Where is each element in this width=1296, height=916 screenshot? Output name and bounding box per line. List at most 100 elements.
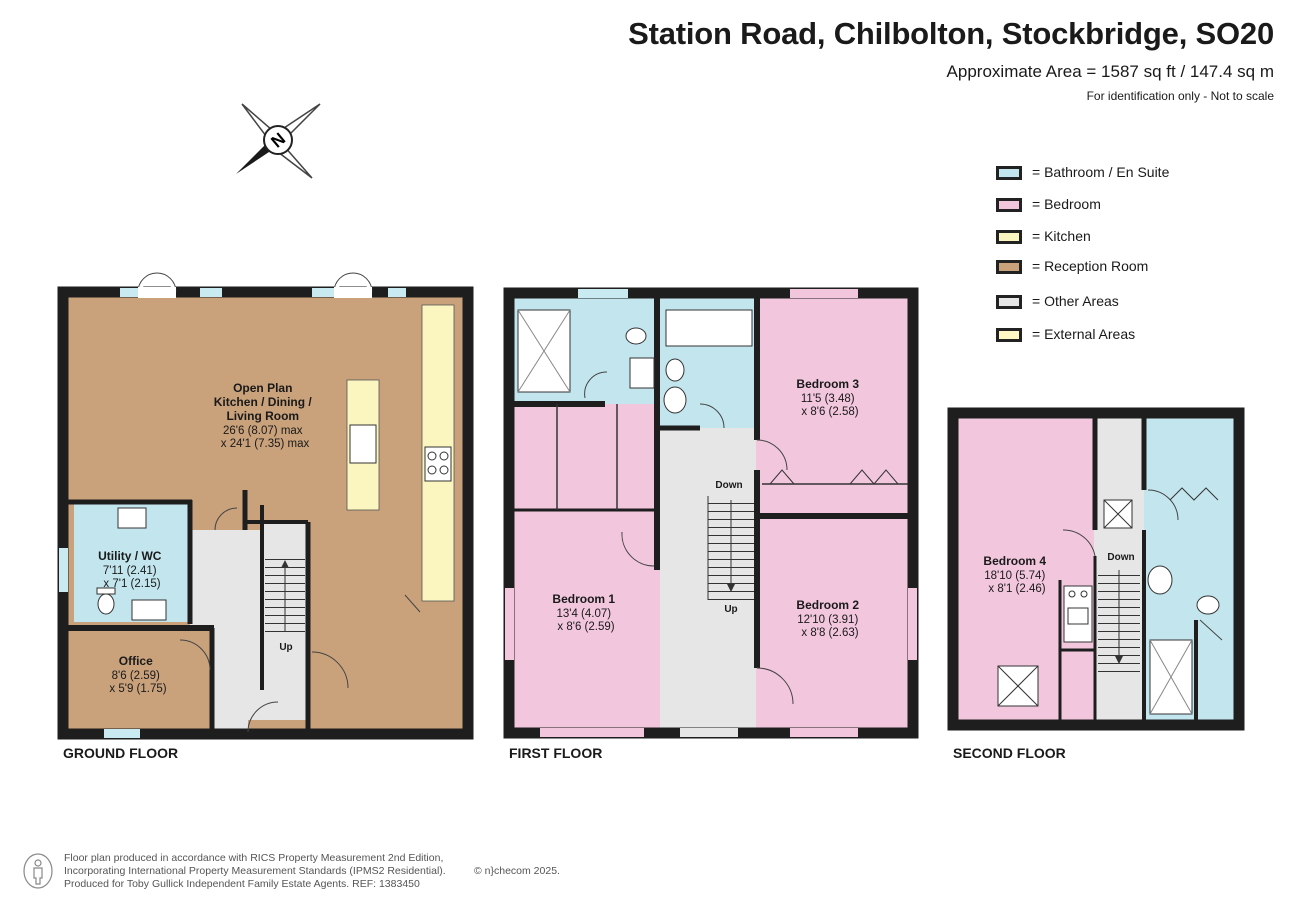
door-swing <box>179 639 211 671</box>
window <box>312 288 334 297</box>
ground-floor-plan: Open Plan Kitchen / Dining / Living Room… <box>57 272 474 740</box>
hob-ring <box>439 465 449 475</box>
footer-line: Produced for Toby Gullick Independent Fa… <box>64 878 420 890</box>
second-floor-label: SECOND FLOOR <box>953 745 1066 761</box>
open-plan-dimensions: 26'6 (8.07) max <box>223 425 303 437</box>
legend-item-bathroom: = Bathroom / En Suite <box>996 164 1236 184</box>
door-swing <box>621 531 655 567</box>
basin-icon <box>663 386 687 414</box>
window <box>200 288 222 297</box>
door-swing <box>584 371 608 399</box>
window <box>790 289 858 298</box>
door-swing <box>699 403 725 429</box>
wardrobe-doors <box>769 469 899 485</box>
legend-item-external-areas: = External Areas <box>996 326 1236 346</box>
bedroom-2-dimensions: x 8'8 (2.63) <box>801 627 858 639</box>
window <box>120 288 138 297</box>
basin-icon <box>131 599 167 621</box>
office-dimensions: x 5'9 (1.75) <box>109 683 166 695</box>
bedroom-4-name: Bedroom 4 <box>983 554 1046 568</box>
first-floor-plan: Bedroom 1 13'4 (4.07) x 8'6 (2.59) Bedro… <box>503 287 919 739</box>
svg-text:Bedroom 1 13'4 (4.07): Bedroom 1 13'4 (4.07) x 8'6 (2.59) <box>552 590 619 633</box>
toilet-icon <box>97 593 115 615</box>
stair-arrow-head <box>1115 656 1123 664</box>
office-dimensions: 8'6 (2.59) <box>112 670 160 682</box>
door-swing <box>214 507 238 531</box>
french-doors <box>137 272 373 293</box>
bedroom-2-dimensions: 12'10 (3.91) <box>797 614 858 626</box>
legend-label: = Bedroom <box>1032 196 1101 212</box>
bedroom-2-name: Bedroom 2 <box>796 598 859 612</box>
open-plan-dimensions: x 24'1 (7.35) max <box>221 438 310 450</box>
svg-text:Bedroom 3 11'5 (3.48): Bedroom 3 11'5 (3.48) x 8'6 (2.58) <box>796 375 863 418</box>
first-floor-label: FIRST FLOOR <box>509 745 603 761</box>
footer-line: Incorporating International Property Mea… <box>64 865 446 877</box>
svg-text:Bedroom 4 18'10 (5.74): Bedroom 4 18'10 (5.74) x 8'1 (2.46) <box>983 552 1050 595</box>
sink-icon <box>349 424 377 464</box>
sink-icon <box>117 507 147 529</box>
hob-ring <box>427 465 437 475</box>
door-swing <box>1147 489 1179 521</box>
hob-ring <box>1068 590 1076 598</box>
approximate-area: Approximate Area = 1587 sq ft / 147.4 sq… <box>946 62 1274 81</box>
office-room <box>74 632 210 726</box>
toilet-cistern-icon <box>96 587 116 595</box>
door-swing <box>1199 619 1223 641</box>
bedroom-3-name: Bedroom 3 <box>796 377 859 391</box>
door-swing <box>1062 529 1096 557</box>
svg-text:Bedroom 2 12'10 (3.91): Bedroom 2 12'10 (3.91) x 8'8 (2.63) <box>796 596 863 639</box>
legend-item-kitchen: = Kitchen <box>996 228 1236 248</box>
bath-icon <box>665 309 753 347</box>
french-door-gap <box>334 287 372 298</box>
bedroom-4-dimensions: 18'10 (5.74) <box>984 570 1045 582</box>
utility-dimensions: x 7'1 (2.15) <box>103 578 160 590</box>
window <box>790 728 858 737</box>
ground-floor-label: GROUND FLOOR <box>63 745 179 761</box>
legend-item-other-areas: = Other Areas <box>996 293 1236 313</box>
second-outer-walls <box>947 407 1245 731</box>
bedroom-1-room <box>514 404 660 728</box>
bedroom-4-dimensions: x 8'1 (2.46) <box>988 583 1045 595</box>
window <box>908 588 917 660</box>
footer-line: Floor plan produced in accordance with R… <box>64 852 444 864</box>
door-swing <box>311 651 349 689</box>
rooflight-icon <box>1103 499 1133 529</box>
ground-hallway <box>190 530 310 734</box>
window <box>540 728 644 737</box>
window <box>59 548 68 592</box>
sink-icon <box>1067 607 1089 625</box>
legend-swatch <box>996 198 1022 212</box>
legend-label: = Kitchen <box>1032 228 1091 244</box>
legend-label: = Reception Room <box>1032 258 1149 274</box>
compass-rose-icon: N <box>236 103 321 179</box>
first-stairs-down-label: Down <box>715 480 742 491</box>
stair-arrow-head <box>281 560 289 568</box>
office-name: Office <box>119 654 153 668</box>
utility-dimensions: 7'11 (2.41) <box>103 565 157 577</box>
bedroom-2-room <box>756 516 908 728</box>
second-stairs-down-label: Down <box>1107 552 1134 563</box>
utility-name: Utility / WC <box>98 549 162 563</box>
open-plan-name-line: Kitchen / Dining / <box>214 395 313 409</box>
door-swing <box>404 594 421 613</box>
bedroom-1-dimensions: x 8'6 (2.59) <box>557 621 614 633</box>
door-swing <box>756 439 788 471</box>
hob-ring <box>1080 590 1088 598</box>
toilet-icon <box>1196 595 1220 615</box>
svg-text:Office 8'6 (2.59): Office 8'6 (2.59) x 5'9 (1.75) <box>109 652 166 695</box>
property-title: Station Road, Chilbolton, Stockbridge, S… <box>628 16 1274 51</box>
svg-text:Open Plan Kitchen / Dini: Open Plan Kitchen / Dining / Living Room… <box>214 379 316 450</box>
legend-swatch <box>996 230 1022 244</box>
open-plan-name-line: Open Plan <box>233 381 292 395</box>
window <box>388 288 406 297</box>
shower-tray-icon <box>517 309 571 393</box>
window <box>505 588 514 660</box>
legend-swatch <box>996 166 1022 180</box>
window <box>104 729 140 738</box>
legend-item-bedroom: = Bedroom <box>996 196 1236 216</box>
bedroom-3-dimensions: 11'5 (3.48) <box>801 393 855 405</box>
french-door-gap <box>138 287 176 298</box>
bedroom-1-dimensions: 13'4 (4.07) <box>556 608 611 620</box>
bedroom-3-dimensions: x 8'6 (2.58) <box>801 406 858 418</box>
wardrobe-doors <box>1169 487 1219 501</box>
